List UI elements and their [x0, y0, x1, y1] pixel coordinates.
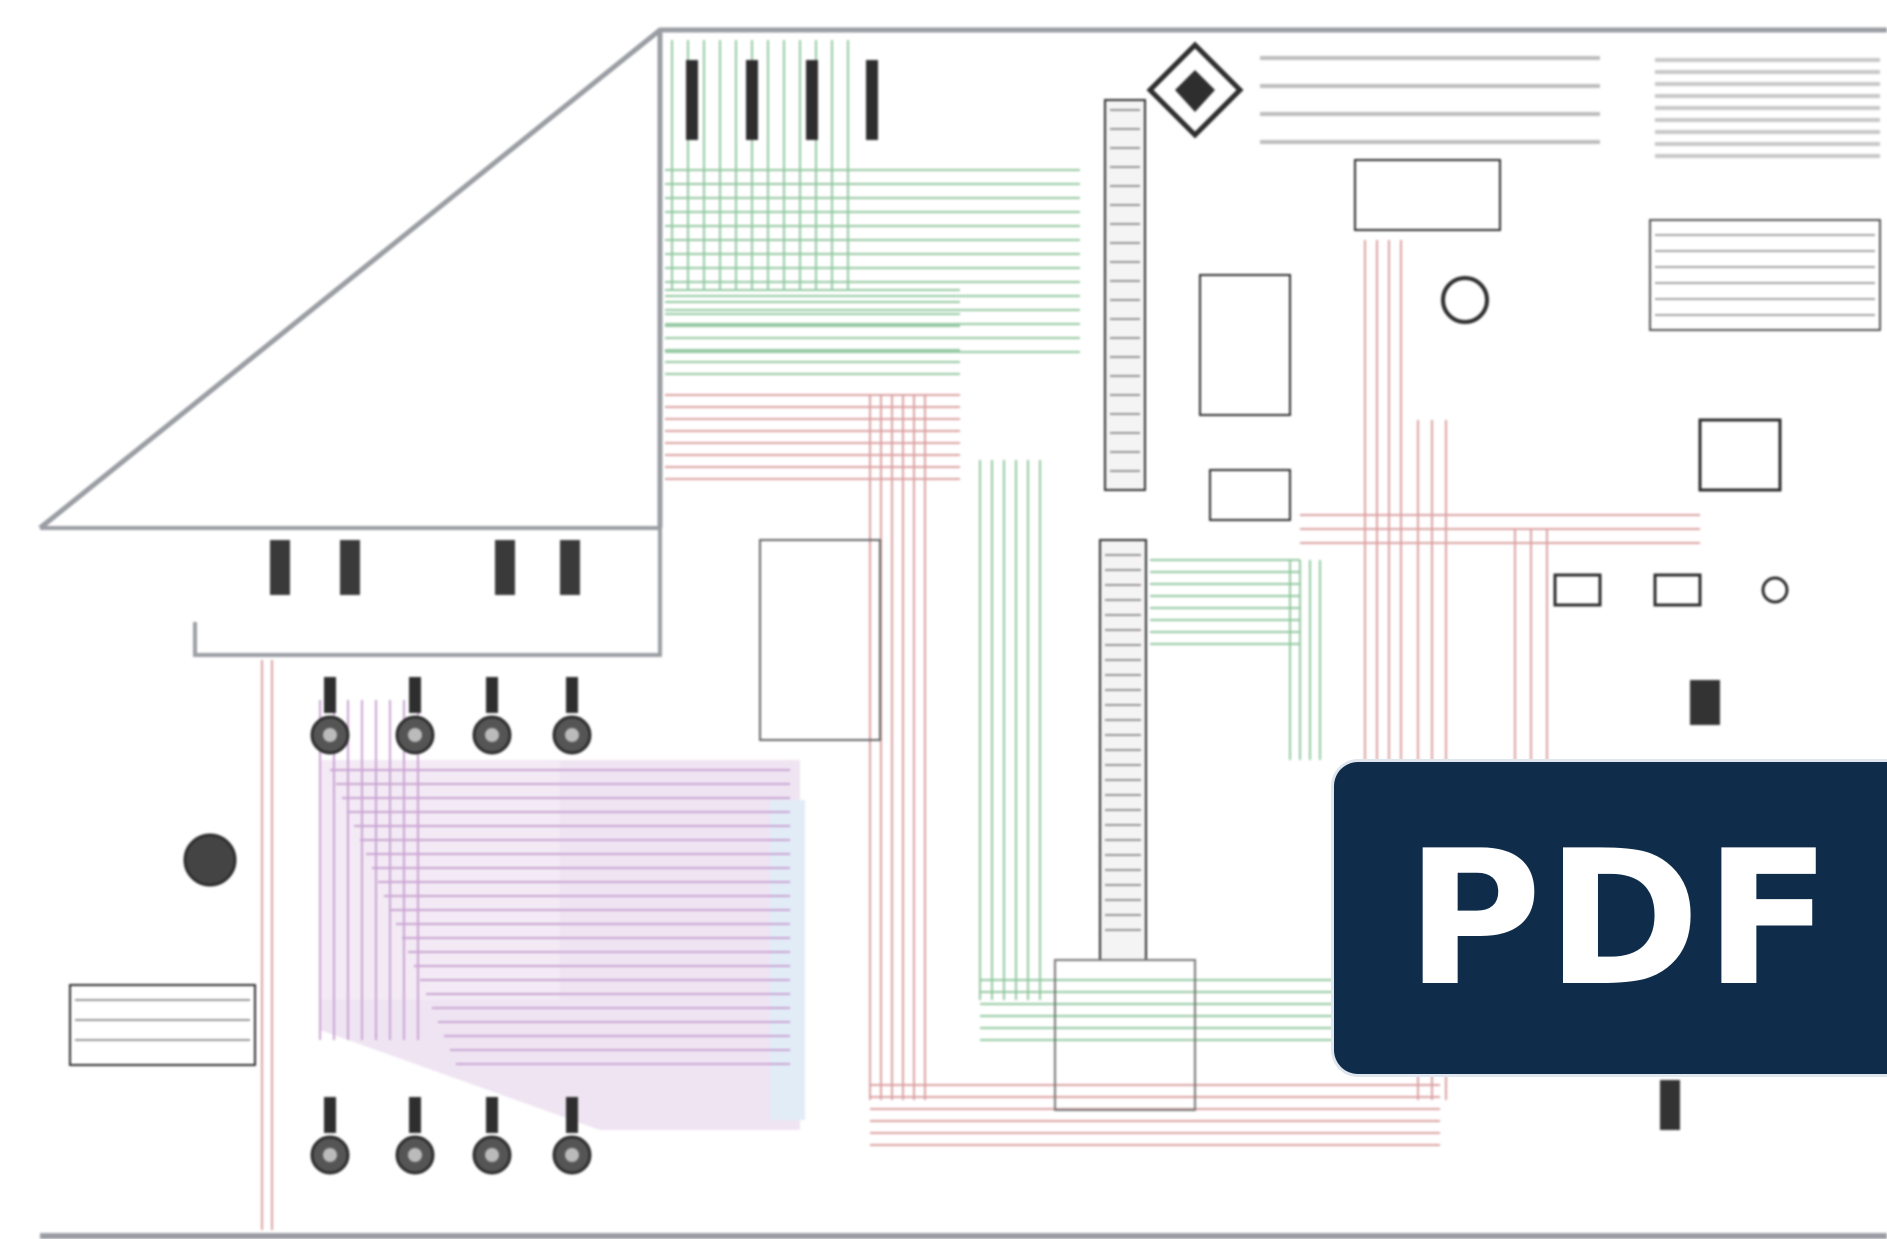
junction-box	[1054, 959, 1196, 1111]
injector-tip	[485, 1148, 499, 1162]
frame-edge	[38, 27, 1887, 530]
sensor-stack	[866, 60, 878, 140]
injector-bottom	[472, 1097, 512, 1175]
injector-top	[552, 677, 592, 755]
injector-body	[324, 677, 336, 713]
panel-symbol	[270, 540, 290, 595]
table-box	[1649, 219, 1881, 331]
injector-tip	[565, 728, 579, 742]
injector-tip	[323, 728, 337, 742]
injector-tip	[485, 728, 499, 742]
connector-block	[759, 539, 881, 741]
switch-body	[1690, 680, 1720, 725]
injector-body	[409, 1097, 421, 1133]
frame-edge	[193, 528, 662, 657]
pdf-badge[interactable]: PDF	[1334, 762, 1887, 1074]
injector-top	[472, 677, 512, 755]
logo-diamond	[1175, 70, 1215, 112]
injector-body	[486, 677, 498, 713]
injector-tip	[323, 1148, 337, 1162]
legend-box	[1354, 159, 1501, 231]
sensor-stack	[686, 60, 698, 140]
injector-bottom	[310, 1097, 350, 1175]
module-box	[1199, 274, 1291, 416]
panel-symbol	[560, 540, 580, 595]
pdf-label: PDF	[1405, 809, 1836, 1027]
sensor-round	[1761, 576, 1789, 604]
injector-body	[566, 1097, 578, 1133]
module-box	[1209, 469, 1291, 521]
sensor-stack	[806, 60, 818, 140]
injector-top	[395, 677, 435, 755]
panel-symbol	[340, 540, 360, 595]
injector-body	[409, 677, 421, 713]
logo-diamond	[1146, 41, 1244, 139]
injector-body	[486, 1097, 498, 1133]
sensor-round	[1441, 276, 1489, 324]
harness-fill	[770, 800, 805, 1120]
injector-tip	[408, 1148, 422, 1162]
table-box	[69, 984, 256, 1066]
relay-box	[1653, 573, 1702, 607]
switch-body	[1660, 1080, 1680, 1130]
harness-fill	[320, 760, 560, 1000]
relay-box	[1698, 418, 1782, 492]
sensor-round	[183, 833, 237, 887]
injector-top	[310, 677, 350, 755]
injector-bottom	[395, 1097, 435, 1175]
injector-bottom	[552, 1097, 592, 1175]
panel-symbol	[495, 540, 515, 595]
relay-box	[1553, 573, 1602, 607]
injector-tip	[408, 728, 422, 742]
injector-body	[566, 677, 578, 713]
connector-block	[1104, 99, 1146, 491]
injector-body	[324, 1097, 336, 1133]
sensor-stack	[746, 60, 758, 140]
injector-tip	[565, 1148, 579, 1162]
